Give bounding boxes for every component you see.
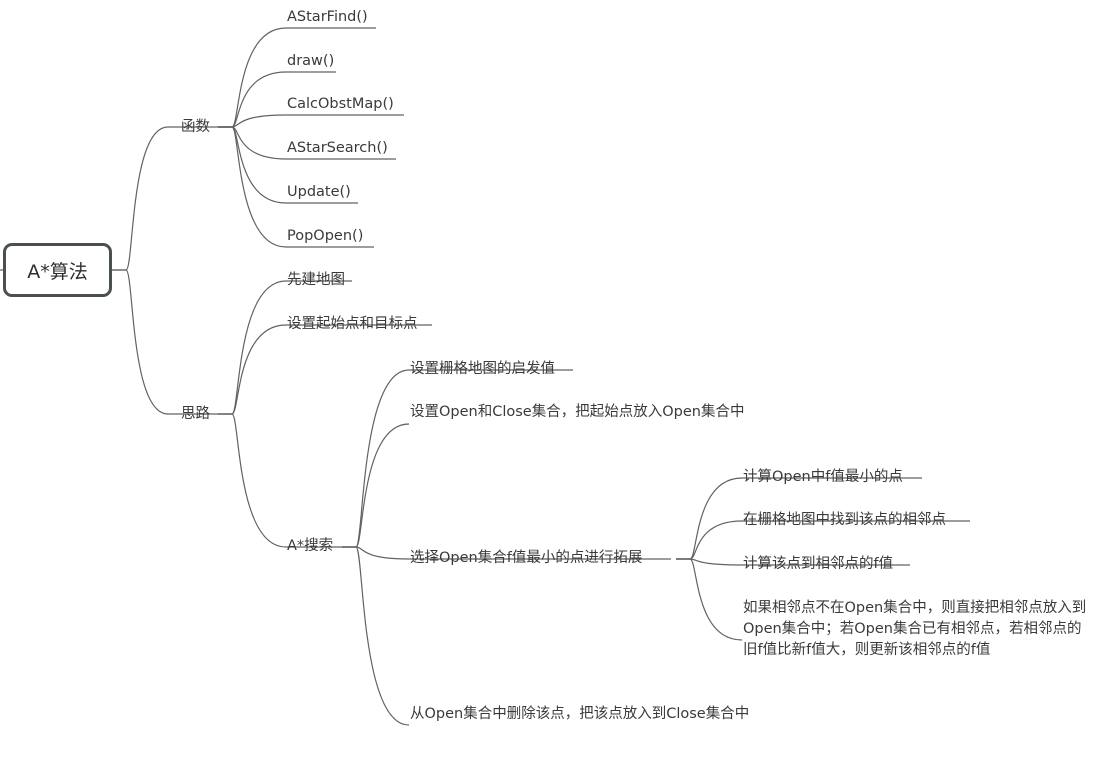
root-to-functions-line <box>112 126 169 271</box>
functions-child-line <box>218 27 287 128</box>
expand-step[interactable]: 计算该点到相邻点的f值 <box>743 556 894 572</box>
search-step[interactable]: 从Open集合中删除该点，把该点放入到Close集合中 <box>410 706 750 722</box>
search-step-expand[interactable]: 选择Open集合f值最小的点进行拓展 <box>410 550 643 566</box>
expand-child-line <box>676 520 743 560</box>
node-astar-search[interactable]: A*搜索 <box>287 538 334 554</box>
functions-child-line <box>218 126 287 248</box>
function-item[interactable]: CalcObstMap() <box>287 96 394 112</box>
search-step[interactable]: 设置Open和Close集合，把起始点放入Open集合中 <box>410 404 745 420</box>
search-child-line <box>342 546 410 726</box>
node-ideas[interactable]: 思路 <box>181 406 210 422</box>
ideas-child-line <box>218 413 287 548</box>
root-label: A*算法 <box>27 260 88 283</box>
functions-child-line <box>218 114 287 128</box>
expand-step[interactable]: 在栅格地图中找到该点的相邻点 <box>743 512 946 528</box>
search-child-line <box>342 423 410 548</box>
functions-child-line <box>218 126 287 204</box>
expand-step[interactable]: 计算Open中f值最小的点 <box>743 469 903 485</box>
node-functions[interactable]: 函数 <box>181 119 210 135</box>
functions-child-line <box>218 71 287 128</box>
search-child-line <box>342 546 410 560</box>
idea-item[interactable]: 设置起始点和目标点 <box>287 316 418 332</box>
function-item[interactable]: PopOpen() <box>287 228 364 244</box>
functions-child-line <box>218 126 287 160</box>
expand-child-line <box>676 558 743 566</box>
function-item[interactable]: Update() <box>287 184 351 200</box>
expand-child-line <box>676 558 743 641</box>
idea-item[interactable]: 先建地图 <box>287 272 345 288</box>
root-to-ideas-line <box>112 269 169 415</box>
expand-child-line <box>676 477 743 560</box>
ideas-child-line <box>218 324 287 415</box>
expand-step[interactable]: 如果相邻点不在Open集合中，则直接把相邻点放入到Open集合中；若Open集合… <box>743 600 1087 658</box>
function-item[interactable]: AStarFind() <box>287 9 368 25</box>
root-node[interactable]: A*算法 <box>3 243 112 297</box>
search-child-line <box>342 369 410 548</box>
function-item[interactable]: AStarSearch() <box>287 140 388 156</box>
search-step[interactable]: 设置栅格地图的启发值 <box>410 361 555 377</box>
function-item[interactable]: draw() <box>287 53 335 69</box>
